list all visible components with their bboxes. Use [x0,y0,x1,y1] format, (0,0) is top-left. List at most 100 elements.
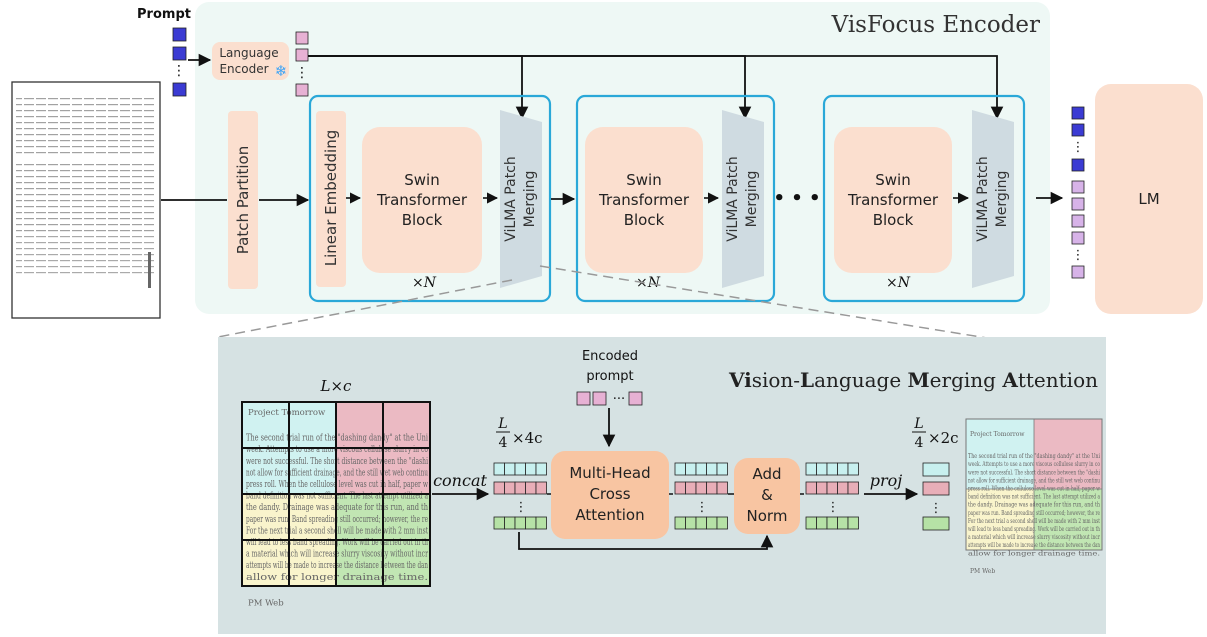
token-cell [695,481,707,495]
proj-label: proj [870,471,903,490]
swin-block-1-line2: Transformer [376,191,468,209]
doc-footer: PM Web [970,568,995,575]
token-row [493,481,547,495]
svg-text:···: ··· [613,392,625,407]
token-row [805,516,859,530]
prompt-route-line [308,55,1004,120]
add-norm-box [734,458,800,534]
token-row [805,462,859,476]
token-cell [504,462,516,476]
language-encoder-box [212,42,289,80]
token-cell [535,516,547,530]
mhca-line2: Cross [589,485,630,503]
prompt-token [172,27,187,42]
swin-block-n-line2: Transformer [847,191,939,209]
token-cell [847,462,859,476]
token-cell [514,481,526,495]
encoded-prompt-label-2: prompt [586,369,633,384]
token-cell [706,462,718,476]
multi-head-cross-attention-box [551,451,669,539]
stage-1-frame [308,94,552,303]
mhca-line3: Attention [575,506,644,524]
token-row-ellipsis: ⋮ [827,500,840,515]
token-cell [493,516,505,530]
vilma-title-part: sion- [752,368,800,392]
stage-ellipsis: • • • [773,188,820,209]
token-row-ellipsis: ⋮ [515,500,528,515]
vilma-title-part: Vi [728,368,752,392]
encoded-token [295,31,309,45]
stage-2-repeat-label: ×N [636,275,661,291]
out-dim-label: L 4 ×2c [912,416,959,451]
token-cell [685,481,697,495]
norm-token-rows: ⋮ [805,462,859,530]
language-encoder-label-1: Language [219,46,278,60]
stage-n-frame [822,94,1026,303]
zoom-line [217,279,513,338]
svg-text:L: L [497,416,507,432]
token-cell [514,516,526,530]
snowflake-icon: ❄ [275,62,288,80]
stage-2-frame [575,94,776,303]
prompt-token [172,46,187,61]
add-norm-line1: Add [752,465,781,483]
swin-block-1-line3: Block [402,211,443,229]
concat-label: concat [433,471,487,490]
token-cell [805,481,817,495]
swin-block-2-line1: Swin [626,171,661,189]
prompt-token [172,82,187,97]
token-cell [716,462,728,476]
encoded-prompt-label-1: Encoded [582,349,638,364]
token-row [493,462,547,476]
token-cell [525,481,537,495]
linear-embedding-box [316,111,346,287]
svg-text:⋮: ⋮ [930,501,943,516]
doc-heading: Project Tomorrow [970,431,1025,438]
token-cell [826,481,838,495]
vilma-title-part: ttention [1018,368,1098,392]
token-cell [514,462,526,476]
token-cell [816,516,828,530]
vilma-merge-2 [722,110,764,288]
lm-box [1095,84,1203,314]
token-cell [674,481,686,495]
vilma-title-part: L [800,368,814,392]
stage-n-repeat-label: ×N [886,275,911,291]
token-cell [695,516,707,530]
token-cell [816,481,828,495]
add-norm-line2: & [761,486,773,504]
vilma-merge-n-line1: ViLMA Patch [975,156,991,242]
token-cell [685,462,697,476]
token-cell [504,516,516,530]
encoded-token-ellipsis: ⋮ [295,65,309,81]
token-row [674,516,728,530]
token-cell [674,516,686,530]
token-row [493,516,547,530]
doc-text-line: paper was run. Band spreading still occu… [246,514,428,525]
token-cell [493,481,505,495]
svg-text:⋮: ⋮ [1072,140,1085,155]
swin-block-n-line3: Block [873,211,914,229]
token-cell [837,516,849,530]
vilma-merge-n-line2: Merging [994,171,1010,228]
token-cell [716,516,728,530]
svg-text:×2c: ×2c [928,429,959,447]
vilma-title-part: M [908,368,930,392]
mhca-line1: Multi-Head [569,464,650,482]
token-row [805,481,859,495]
vilma-merge-1-line1: ViLMA Patch [503,156,519,242]
token-cell [826,516,838,530]
token-cell [826,462,838,476]
token-row-ellipsis: ⋮ [696,500,709,515]
vilma-title-part: anguage [814,368,907,392]
token-cell [847,516,859,530]
mid-dim-label: L 4 ×4c [496,416,543,451]
token-cell [504,481,516,495]
svg-text:⋮: ⋮ [1072,248,1085,263]
doc-text-line: allow for longer drainage time. [968,550,1100,557]
input-dim-label: L×c [320,377,353,395]
token-cell [805,462,817,476]
token-cell [837,462,849,476]
